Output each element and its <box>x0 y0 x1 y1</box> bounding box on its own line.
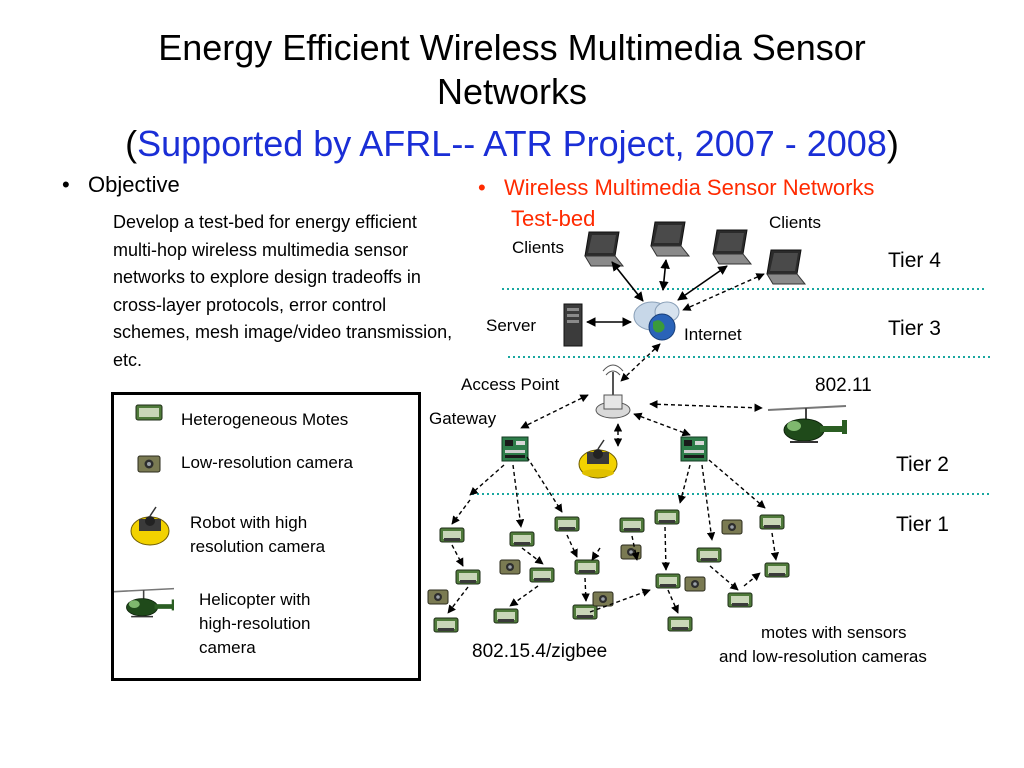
slide-title-line-2: Networks <box>436 71 588 112</box>
legend-label-heli-line-3: camera <box>199 638 256 657</box>
wifi-standard-label: 802.11 <box>815 375 872 396</box>
mote-icon <box>439 527 465 543</box>
legend-icons <box>114 404 174 618</box>
client-laptop-icon <box>584 231 624 267</box>
camera-mote-icon <box>427 589 449 605</box>
legend-label-robot-line-1: Robot with high <box>190 513 308 532</box>
legend-label-heli-line-1: Helicopter with <box>199 590 311 609</box>
legend-label-heli-line-2: high-resolution <box>199 614 311 633</box>
robot-camera-icon <box>578 439 618 479</box>
legend-label-motes: Heterogeneous Motes <box>181 410 349 429</box>
bullet-symbol: • <box>62 172 70 197</box>
mote-icon <box>654 509 680 525</box>
mote-icon <box>493 608 519 624</box>
robot-icon <box>130 506 170 546</box>
zigbee-standard-label: 802.15.4/zigbee <box>472 641 608 662</box>
mote-icon <box>554 516 580 532</box>
mote-icon <box>455 569 481 585</box>
legend-box: Heterogeneous Motes Low-resolution camer… <box>111 392 421 681</box>
slide-title-line-1: Energy Efficient Wireless Multimedia Sen… <box>158 27 866 68</box>
helicopter-icon <box>114 587 174 618</box>
tier-2-label: Tier 2 <box>896 453 949 476</box>
legend-label-camera: Low-resolution camera <box>181 453 353 472</box>
camera-mote-icon <box>592 591 614 607</box>
internet-globe-icon <box>633 301 680 341</box>
access-point-icon <box>595 364 631 419</box>
testbed-bullet: • Wireless Multimedia Sensor Networks Tes… <box>478 172 1024 234</box>
tier-3-label: Tier 3 <box>888 317 941 340</box>
mote-icon <box>655 573 681 589</box>
mote-icon <box>696 547 722 563</box>
camera-mote-icon <box>684 576 706 592</box>
client-laptop-icon <box>712 229 752 265</box>
gateway-label: Gateway <box>429 409 497 428</box>
paren-close: ) <box>886 123 899 164</box>
client-laptop-icon <box>650 221 690 257</box>
mote-icon <box>727 592 753 608</box>
slide-subtitle: (Supported by AFRL-- ATR Project, 2007 -… <box>0 122 1024 166</box>
mote-icon <box>529 567 555 583</box>
motes-caption-line-2: and low-resolution cameras <box>719 647 927 666</box>
legend-label-robot-line-2: resolution camera <box>190 537 326 556</box>
server-label: Server <box>486 316 537 335</box>
tier-1-label: Tier 1 <box>896 513 949 536</box>
mote-field <box>427 509 790 633</box>
gateway-board-icon <box>680 436 708 462</box>
objective-bullet: • Objective <box>62 172 180 198</box>
mote-icon <box>574 559 600 575</box>
client-laptop-icon <box>766 249 806 285</box>
tier-4-label: Tier 4 <box>888 249 941 272</box>
mote-icon <box>433 617 459 633</box>
bullet-symbol: • <box>478 175 486 200</box>
mote-icon <box>667 616 693 632</box>
server-icon <box>563 303 583 347</box>
camera-mote-icon <box>721 519 743 535</box>
mote-icon <box>572 604 598 620</box>
motes-caption-line-1: motes with sensors <box>761 623 907 642</box>
mote-icon <box>764 562 790 578</box>
mote-icon <box>759 514 785 530</box>
camera-mote-icon <box>499 559 521 575</box>
clients-right-label: Clients <box>769 213 821 232</box>
helicopter-camera-icon <box>767 405 848 443</box>
testbed-heading-line-1: Wireless Multimedia Sensor Networks <box>504 175 875 200</box>
internet-label: Internet <box>684 325 742 344</box>
mote-icon <box>135 404 163 421</box>
camera-mote-icon <box>620 544 642 560</box>
gateway-board-icon <box>501 436 529 462</box>
sponsor-text: Supported by AFRL-- ATR Project, 2007 - … <box>137 123 887 164</box>
clients-left-label: Clients <box>512 238 564 257</box>
mote-icon <box>509 531 535 547</box>
objective-heading: Objective <box>88 172 180 197</box>
paren-open: ( <box>125 123 138 164</box>
access-point-label: Access Point <box>461 375 560 394</box>
camera-mote-icon <box>137 455 161 473</box>
mote-icon <box>619 517 645 533</box>
objective-description: Develop a test-bed for energy efficient … <box>113 212 453 370</box>
testbed-heading-line-2: Test-bed <box>511 206 596 231</box>
